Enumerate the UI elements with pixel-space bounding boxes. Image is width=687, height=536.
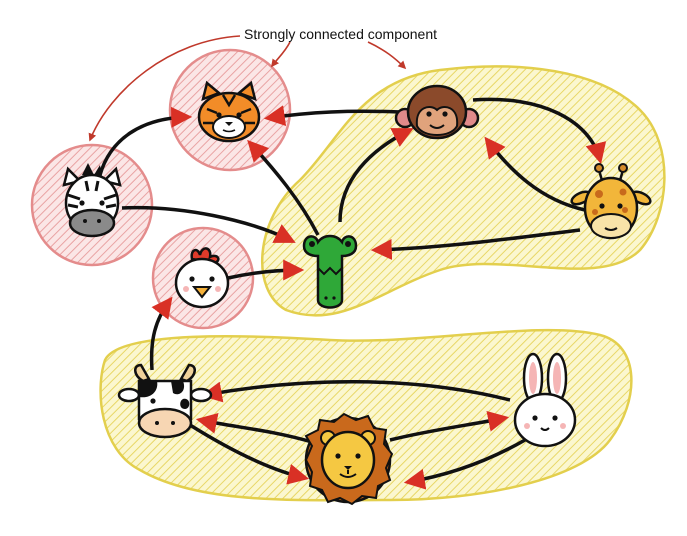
callout-arrows [88, 35, 407, 142]
zebra-face-icon [62, 163, 122, 238]
edge-zebra-crocodile [121, 205, 296, 243]
edge-giraffe-crocodile [370, 228, 581, 260]
scc-cow-lion-rabbit [99, 328, 633, 502]
scc-monkey-giraffe-crocodile [260, 65, 666, 317]
tiger-face-icon [197, 80, 261, 143]
edge-cow-chicken [149, 296, 173, 371]
giraffe-face-icon [570, 163, 652, 240]
edge-rabbit-lion [403, 438, 526, 490]
callout-to-zebra [88, 35, 241, 142]
edge-lion-rabbit [389, 410, 510, 442]
monkey-face-icon [394, 84, 480, 140]
edge-crocodile-tiger [247, 139, 320, 236]
edge-giraffe-monkey [484, 136, 586, 212]
edge-chicken-crocodile [227, 259, 305, 281]
edge-monkey-tiger [263, 105, 401, 127]
edge-monkey-giraffe [472, 97, 607, 165]
edge-lion-cow [195, 412, 313, 444]
nodes-layer [62, 80, 652, 506]
rabbit-face-icon [513, 352, 577, 448]
edge-zebra-tiger [98, 106, 193, 176]
edge-crocodile-monkey [338, 128, 414, 223]
scc-annotation-label: Strongly connected component [244, 26, 438, 42]
lion-face-icon [304, 412, 394, 506]
crocodile-icon [302, 234, 358, 309]
edges-layer [98, 97, 607, 490]
callout-to-yellow [367, 41, 407, 70]
chicken-face-icon [174, 247, 230, 309]
callout-to-tiger [271, 41, 291, 68]
edge-rabbit-cow [200, 380, 511, 403]
cow-face-icon [117, 363, 213, 439]
